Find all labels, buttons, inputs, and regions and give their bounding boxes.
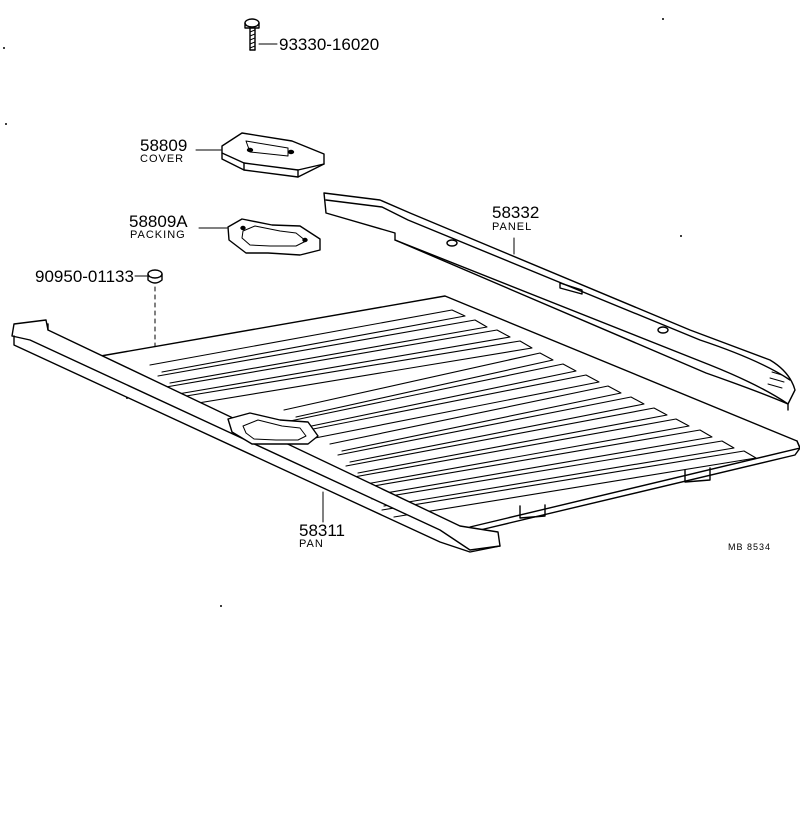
panel-drawing [324,193,795,410]
part-name-packing: PACKING [130,229,186,241]
part-number-plug: 90950-01133 [35,267,134,286]
part-number-cover: 58809 [140,136,188,155]
part-name-cover: COVER [140,153,185,165]
part-name-panel: PANEL [492,221,533,233]
scan-specks [3,18,682,607]
packing-drawing [199,219,320,255]
part-number-pan: 58311 [299,521,346,540]
pan-drawing [12,296,800,552]
plug-drawing [135,270,162,346]
part-number-packing: 58809A [129,212,188,231]
cover-drawing [196,133,324,177]
bolt-drawing [245,19,277,50]
part-number-bolt: 93330-16020 [279,35,380,54]
diagram-code: MB 8534 [728,542,772,552]
part-name-pan: PAN [299,538,324,550]
part-number-panel: 58332 [492,203,540,222]
